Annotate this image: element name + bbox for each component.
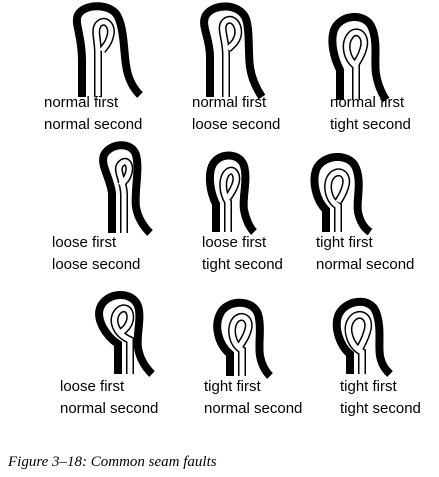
second-seam-label: tight second xyxy=(340,400,421,417)
seam-drawing-normal-loose xyxy=(200,2,266,100)
seam-drawing-loose-normal xyxy=(95,291,155,377)
first-seam-label: normal first xyxy=(330,94,405,111)
first-seam-label: tight first xyxy=(316,234,373,251)
second-seam-label: loose second xyxy=(192,116,281,133)
seam-label: loose first loose second xyxy=(52,232,140,276)
seam-label: tight first normal second xyxy=(204,376,302,420)
second-seam-label: normal second xyxy=(44,116,143,133)
second-seam-label: tight second xyxy=(330,116,411,133)
seam-drawing-normal-tight xyxy=(328,13,390,103)
first-seam-label: loose first xyxy=(52,234,117,251)
seam-label: normal first normal second xyxy=(44,92,142,136)
seam-label: normal first loose second xyxy=(192,92,280,136)
first-seam-label: loose first xyxy=(60,378,125,395)
seam-label: loose first normal second xyxy=(60,376,158,420)
seam-drawing-loose-tight xyxy=(205,151,257,235)
seam-drawing-loose-loose xyxy=(99,141,153,236)
first-seam-label: loose first xyxy=(202,234,267,251)
seam-drawing-normal-normal xyxy=(72,2,143,98)
seam-drawing-tight-normal-2 xyxy=(213,298,273,379)
first-seam-label: normal first xyxy=(44,94,119,111)
second-seam-label: normal second xyxy=(60,400,159,417)
first-seam-label: tight first xyxy=(340,378,397,395)
second-seam-label: normal second xyxy=(316,256,415,273)
seam-label: normal first tight second xyxy=(330,92,411,136)
figure-caption: Figure 3–18: Common seam faults xyxy=(8,454,217,470)
second-seam-label: normal second xyxy=(204,400,303,417)
first-seam-label: tight first xyxy=(204,378,261,395)
seam-drawing-tight-tight xyxy=(332,298,393,377)
seam-label: tight first normal second xyxy=(316,232,414,276)
first-seam-label: normal first xyxy=(192,94,267,111)
second-seam-label: tight second xyxy=(202,256,283,273)
seam-label: tight first tight second xyxy=(340,376,421,420)
seam-label: loose first tight second xyxy=(202,232,283,276)
second-seam-label: loose second xyxy=(52,256,141,273)
seam-drawing-tight-normal xyxy=(310,153,373,236)
